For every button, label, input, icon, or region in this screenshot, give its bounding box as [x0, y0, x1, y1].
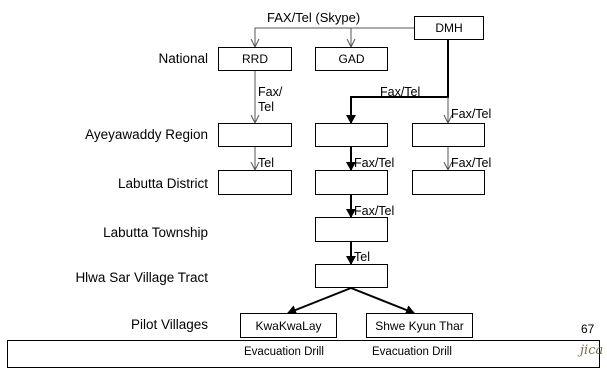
level-label-township: Labutta Township [103, 225, 208, 240]
level-label-village-tract: Hlwa Sar Village Tract [75, 270, 208, 285]
node-rrd: RRD [218, 47, 292, 71]
edge-label-rrd-fax: Fax/ [258, 85, 283, 99]
node-township [315, 217, 388, 242]
node-dmh: DMH [414, 16, 484, 40]
jica-logo: jica [580, 343, 604, 358]
node-district-mid [315, 170, 388, 195]
edge-label-dmh-mid: Fax/Tel [380, 85, 421, 99]
level-label-district: Labutta District [117, 176, 208, 191]
edge-label-fax-tel-skype: FAX/Tel (Skype) [267, 10, 361, 25]
node-region-right [412, 123, 485, 147]
edge-label-dmh-right: Fax/Tel [451, 107, 492, 121]
node-district-right [412, 170, 485, 195]
edge-label-region-right: Fax/Tel [451, 156, 492, 170]
tract-to-shwekyunthar-connector [350, 287, 415, 315]
node-dmh-label: DMH [435, 21, 463, 35]
node-shwe-kyun-thar: Shwe Kyun Thar [366, 313, 473, 338]
edge-label-rrd-tel: Tel [258, 100, 274, 114]
level-label-pilot-villages: Pilot Villages [130, 317, 208, 332]
node-kwakwalay-label: KwaKwaLay [255, 318, 322, 333]
edge-label-region-left-tel: Tel [258, 156, 274, 170]
node-kwakwalay: KwaKwaLay [240, 313, 337, 338]
level-label-region: Ayeyawaddy Region [85, 127, 208, 142]
node-district-left [218, 170, 292, 195]
edge-label-township-tract: Tel [354, 250, 370, 264]
tract-to-kwakwalay-connector [287, 287, 352, 315]
node-rrd-label: RRD [242, 52, 268, 66]
page-number: 67 [581, 322, 595, 336]
dmh-to-rrd-connector [255, 27, 414, 47]
evacuation-drill-left: Evacuation Drill [244, 346, 324, 358]
edge-label-district-township: Fax/Tel [354, 204, 395, 218]
node-village-tract [315, 264, 388, 288]
node-gad: GAD [315, 47, 388, 71]
node-gad-label: GAD [338, 52, 365, 66]
dmh-to-region-mid-connector [346, 40, 449, 124]
node-region-left [218, 123, 292, 147]
edge-label-region-mid: Fax/Tel [354, 156, 395, 170]
evacuation-drill-bar [7, 340, 600, 368]
level-label-national: National [158, 51, 208, 66]
evacuation-drill-right: Evacuation Drill [372, 346, 452, 358]
node-shwe-kyun-thar-label: Shwe Kyun Thar [375, 318, 464, 333]
node-region-mid [315, 123, 388, 147]
